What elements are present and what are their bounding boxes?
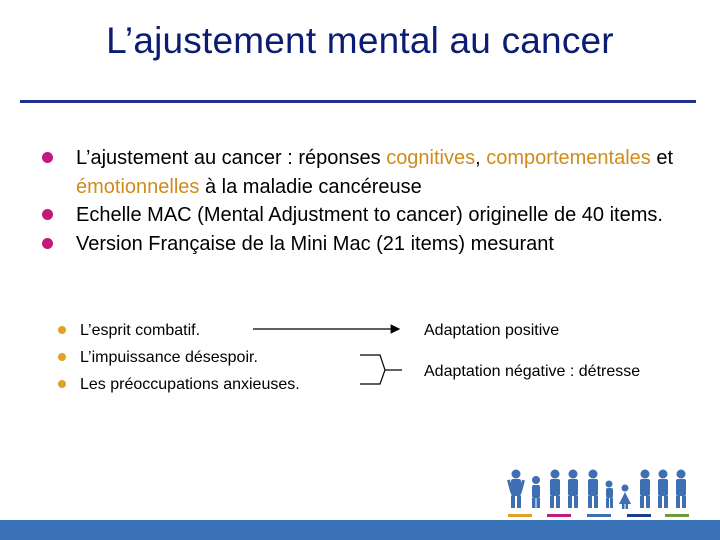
sub-bullet-dot (58, 326, 66, 334)
title-divider (20, 100, 696, 103)
bottom-bar (0, 520, 720, 540)
highlight-cognitives: cognitives (386, 147, 476, 169)
outcome-positive: Adaptation positive (424, 322, 560, 339)
bullet-text: à la maladie cancéreuse (199, 175, 422, 198)
family-people-icon (507, 469, 689, 517)
bullet-item: L’ajustement au cancer : réponses cognit… (28, 144, 698, 201)
bullet-dot (42, 237, 53, 249)
outcome-negative: Adaptation négative : détresse (424, 363, 641, 380)
bullet-dot (42, 152, 53, 163)
slide-title: L’ajustement mental au cancer (106, 20, 614, 61)
sub-bullet-dot (58, 353, 66, 361)
bracket-negative (360, 354, 402, 385)
highlight-emotionnelles: émotionnelles (76, 175, 200, 198)
sub-item-text: L’impuissance désespoir. (80, 349, 258, 366)
sub-item-text: Les préoccupations anxieuses. (80, 376, 300, 393)
bullet-text: Echelle MAC (Mental Adjustment to cancer… (76, 204, 663, 226)
bullet-text: L’ajustement au cancer : réponses (76, 147, 387, 169)
sub-bullet-dot (58, 380, 66, 388)
bullet-text: Version Française de la Mini Mac (21 ite… (76, 232, 554, 255)
bullet-list: L’ajustement au cancer : réponses cognit… (28, 144, 698, 258)
bullet-item: Echelle MAC (Mental Adjustment to cancer… (28, 201, 698, 230)
bullet-dot (42, 209, 53, 220)
bullet-text: , (475, 147, 487, 169)
bullet-item: Version Française de la Mini Mac (21 ite… (28, 230, 698, 259)
highlight-comportementales: comportementales (486, 147, 651, 169)
bullet-text: et (650, 147, 674, 169)
sub-item-text: L’esprit combatif. (80, 322, 201, 339)
